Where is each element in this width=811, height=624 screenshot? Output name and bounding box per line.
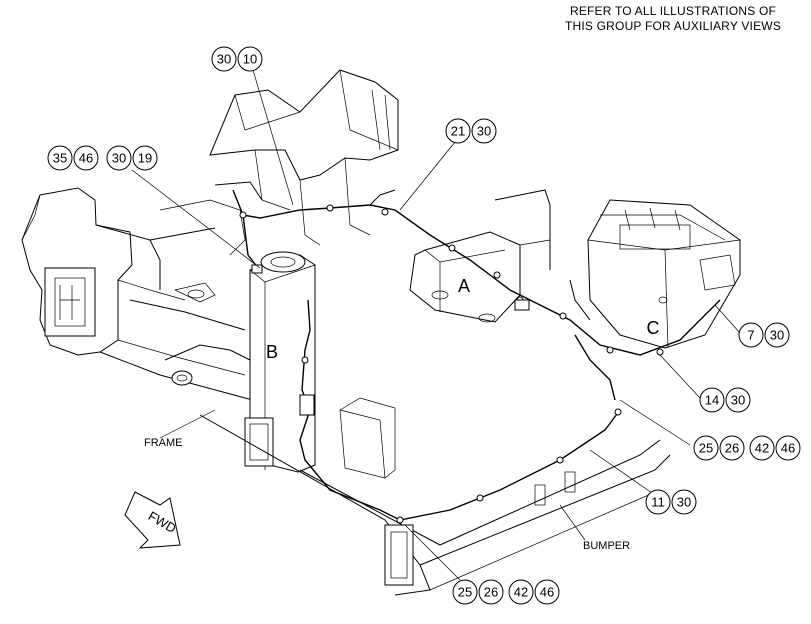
- callout-top-left-1: 30: [217, 52, 231, 67]
- callout-left-1: 35: [53, 151, 67, 166]
- callout-right-4-1: 11: [651, 495, 665, 510]
- callout-right-2: 14 30: [699, 387, 751, 413]
- callout-bottom-1: 25: [458, 585, 472, 600]
- callout-top-center-1: 21: [451, 124, 465, 139]
- label-frame: FRAME: [144, 437, 183, 449]
- callout-bottom-4: 46: [540, 585, 554, 600]
- callout-right-3-1: 25: [699, 441, 713, 456]
- region-labels: A B C FRAME BUMPER: [144, 276, 660, 552]
- component-c: [587, 199, 741, 349]
- label-a: A: [458, 276, 470, 296]
- callout-right-3-4: 46: [781, 441, 795, 456]
- callout-bottom-2: 26: [484, 585, 498, 600]
- callout-top-center: 21 30: [445, 118, 497, 144]
- wiring-harness: [232, 189, 721, 524]
- callout-right-1-2: 30: [770, 328, 784, 343]
- callout-left-3: 30: [112, 151, 126, 166]
- callout-left: 35 46 30 19: [47, 145, 158, 171]
- callout-right-3-3: 42: [755, 441, 769, 456]
- label-bumper: BUMPER: [583, 540, 630, 552]
- fwd-arrow: FWD: [124, 491, 181, 549]
- callout-right-4-2: 30: [677, 495, 691, 510]
- pillar-b: [244, 251, 316, 473]
- callout-right-4: 11 30: [645, 489, 697, 515]
- callout-bottom-3: 42: [514, 585, 528, 600]
- leader-lines: [131, 69, 741, 581]
- callout-right-3: 25 26 42 46: [693, 435, 801, 461]
- left-front-bracket: [21, 187, 186, 356]
- label-c: C: [647, 318, 660, 338]
- callout-top-center-2: 30: [477, 124, 491, 139]
- callout-top-left-2: 10: [243, 52, 257, 67]
- reference-note-line-1: REFER TO ALL ILLUSTRATIONS OF: [569, 4, 777, 18]
- callout-left-2: 46: [79, 151, 93, 166]
- label-b: B: [266, 342, 278, 362]
- reference-note-line-2: THIS GROUP FOR AUXILIARY VIEWS: [564, 19, 782, 33]
- callout-right-3-2: 26: [725, 441, 739, 456]
- callout-right-2-2: 30: [731, 393, 745, 408]
- callout-top-left: 30 10: [211, 46, 263, 72]
- reference-note: REFER TO ALL ILLUSTRATIONS OF THIS GROUP…: [543, 4, 803, 34]
- front-bumper: [199, 397, 671, 596]
- callout-right-1-1: 7: [747, 328, 754, 343]
- bracket-a: [409, 189, 551, 323]
- callout-left-4: 19: [138, 151, 152, 166]
- callout-bottom: 25 26 42 46: [452, 579, 560, 605]
- callout-right-2-1: 14: [705, 393, 719, 408]
- rear-tower: [209, 69, 399, 246]
- callout-right-1: 7 30: [738, 322, 790, 348]
